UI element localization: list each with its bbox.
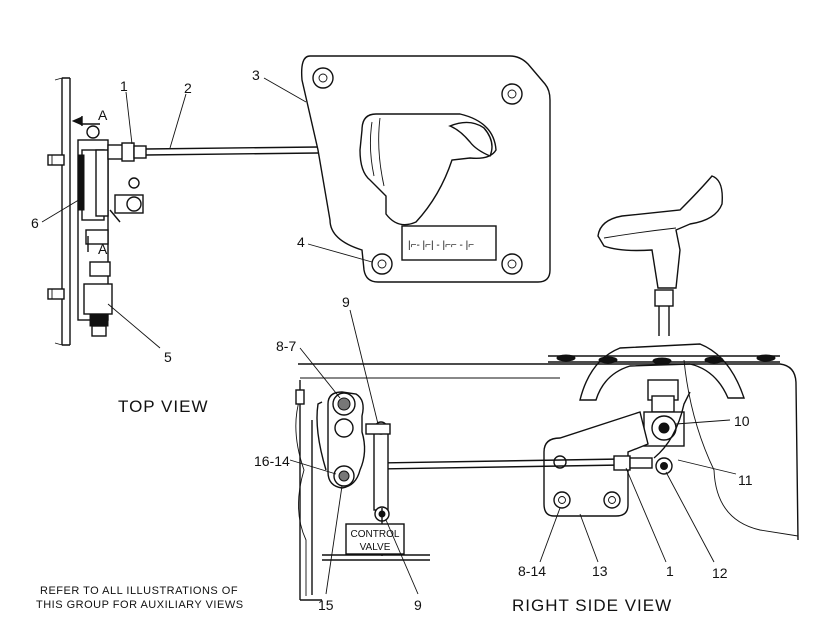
note-line-2: THIS GROUP FOR AUXILIARY VIEWS [36,599,244,611]
callout-5: 5 [164,349,172,365]
control-valve-linkage: CONTROL VALVE [295,380,430,601]
callout-8-7: 8-7 [276,338,296,354]
callout-6: 6 [31,215,39,231]
top-view-label: TOP VIEW [118,397,209,416]
callout-9-top: 9 [342,294,350,310]
callout-8-14: 8-14 [518,563,546,579]
callout-11: 11 [738,472,753,488]
control-valve-label-2: VALVE [360,542,391,553]
callout-15: 15 [318,597,334,613]
callout-1-side: 1 [666,563,674,579]
callout-12: 12 [712,565,728,581]
callout-4: 4 [297,234,305,250]
callouts: 1 2 3 4 5 6 A A 8-7 9 10 11 16-14 8-14 1… [31,67,753,613]
note-line-1: REFER TO ALL ILLUSTRATIONS OF [40,585,238,597]
leader-lines [41,77,737,595]
callout-1-top: 1 [120,78,128,94]
shift-pattern-decal: |⌐- |⌐| - |⌐⌐ - |⌐ [408,240,474,251]
top-view-assembly [47,77,319,346]
callout-2: 2 [184,80,192,96]
right-side-view-label: RIGHT SIDE VIEW [512,596,672,615]
callout-a-bottom: A [98,241,108,257]
control-valve-label-1: CONTROL [351,529,400,540]
shift-lever-side [298,175,799,541]
callout-3: 3 [252,67,260,83]
callout-9-bottom: 9 [414,597,422,613]
callout-10: 10 [734,413,750,429]
callout-a-top: A [98,107,108,123]
shift-plate: |⌐- |⌐| - |⌐⌐ - |⌐ [300,55,551,283]
callout-13: 13 [592,563,608,579]
callout-16-14: 16-14 [254,453,290,469]
